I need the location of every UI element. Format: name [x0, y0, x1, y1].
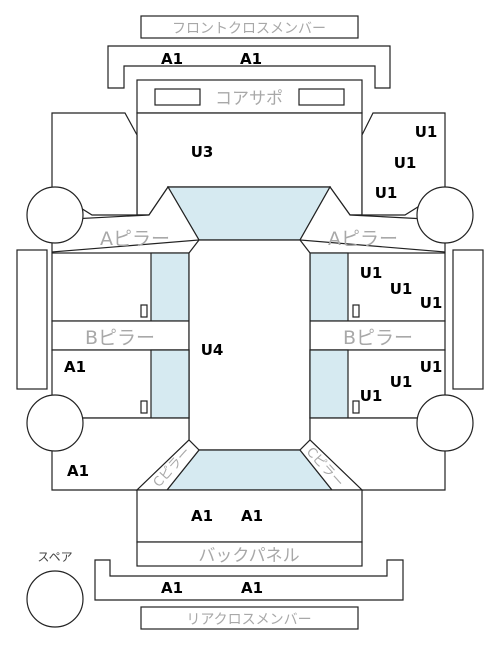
right-front-handle [352, 304, 360, 318]
front-cross-member-bracket [107, 45, 391, 89]
right-b-pillar-band [309, 320, 446, 351]
code-right-fender-3: U1 [375, 184, 398, 202]
left-rear-window [150, 349, 190, 419]
rear-cross-member-label: リアクロスメンバー [186, 612, 311, 628]
code-front-cm-1: A1 [161, 50, 183, 68]
trunk-lid [136, 489, 363, 543]
code-hood: U3 [191, 143, 214, 161]
wheel-front-right [416, 186, 474, 244]
left-a-pillar-band [51, 185, 200, 253]
wheel-front-left [26, 186, 84, 244]
right-rear-handle [352, 400, 360, 414]
right-rear-window [309, 349, 349, 419]
left-side-sill [16, 249, 48, 390]
right-front-fender [350, 112, 446, 216]
wheel-rear-left [26, 394, 84, 452]
core-support-left-slot [154, 88, 201, 106]
right-side-sill [452, 249, 484, 390]
front-cross-member-label: フロントクロスメンバー [172, 21, 326, 37]
code-right-fender-1: U1 [415, 123, 438, 141]
core-support-right-slot [298, 88, 345, 106]
rear-cross-member-bracket [94, 559, 404, 601]
left-front-handle [140, 304, 148, 318]
back-panel-label: バックパネル [198, 546, 299, 566]
spare-tire [26, 570, 84, 628]
back-panel-box [136, 541, 363, 567]
left-b-pillar-label: Bピラー [85, 327, 155, 349]
front-cross-member-box [140, 15, 359, 39]
right-a-pillar-label: Aピラー [328, 228, 398, 250]
code-right-fender-2: U1 [394, 154, 417, 172]
code-trunk-2: A1 [241, 507, 263, 525]
left-b-pillar-band [51, 320, 190, 351]
rear-cross-member-box [140, 606, 359, 630]
right-front-window [309, 252, 349, 322]
code-rear-cm-2: A1 [241, 579, 263, 597]
spare-label: スペア [37, 550, 72, 564]
code-rear-cm-1: A1 [161, 579, 183, 597]
left-a-pillar-label: Aピラー [100, 228, 170, 250]
right-b-pillar-label: Bピラー [343, 327, 413, 349]
code-left-rear-quarter: A1 [67, 462, 89, 480]
code-right-rear-door-2: U1 [390, 373, 413, 391]
left-rear-handle [140, 400, 148, 414]
right-a-pillar-band [299, 185, 446, 253]
code-roof: U4 [201, 341, 224, 359]
wheel-rear-right [416, 394, 474, 452]
core-support-label: コアサポ [215, 89, 283, 109]
code-right-rear-door-3: U1 [360, 387, 383, 405]
code-right-front-door-2: U1 [390, 280, 413, 298]
code-right-rear-door-1: U1 [420, 358, 443, 376]
code-trunk-1: A1 [191, 507, 213, 525]
left-front-window [150, 252, 190, 322]
code-right-front-door-3: U1 [420, 294, 443, 312]
code-left-rear-door: A1 [64, 358, 86, 376]
code-front-cm-2: A1 [240, 50, 262, 68]
code-right-front-door-1: U1 [360, 264, 383, 282]
